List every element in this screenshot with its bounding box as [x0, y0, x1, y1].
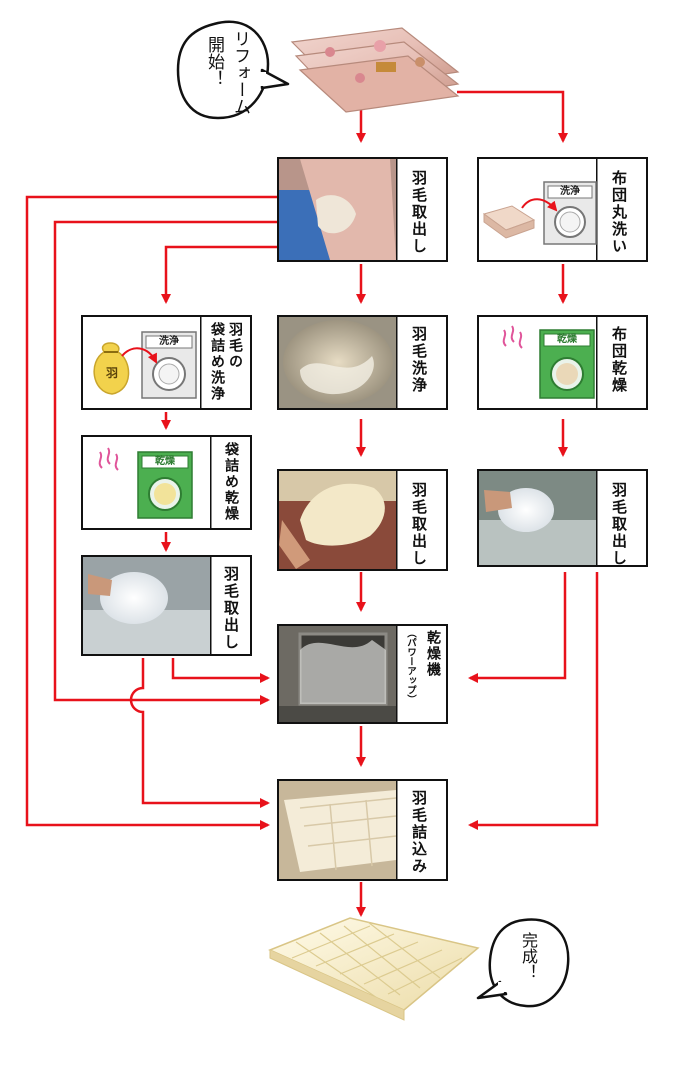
feather-bag-label: 羽 [105, 366, 118, 380]
start-speech-line-2: 開始！ [204, 36, 224, 87]
washing-machine-icon [543, 181, 597, 245]
step-label-feather-removal-left: 羽毛取出し [222, 566, 240, 651]
start-speech-bubble [176, 20, 290, 120]
step-futon-whole-wash [477, 157, 648, 262]
arrow-removal-left-to-dryer [171, 658, 270, 683]
folded-futon-icon [482, 205, 536, 239]
dryer-machine-icon [539, 329, 595, 399]
step-label-bag-wash-line-2: 袋詰め洗浄 [209, 322, 225, 402]
washing-machine-icon [141, 331, 197, 399]
dry-panel-label-right: 乾燥 [557, 334, 577, 345]
finish-speech-text: 完成！ [519, 932, 538, 980]
arrow-start-to-whole-wash [457, 90, 568, 143]
wash-panel-label-left: 洗浄 [159, 336, 179, 347]
step-label-feather-wash: 羽毛洗浄 [410, 326, 428, 394]
heat-wave-icon [98, 447, 119, 471]
step-label-feather-removal-mid: 羽毛取出し [410, 482, 428, 567]
start-speech-line-1: リフォーム [230, 30, 250, 115]
into-machine-arrow-icon [121, 347, 157, 364]
dry-panel-label-left: 乾燥 [155, 456, 175, 467]
step-label-dryer-line-1: 乾燥機 [425, 630, 441, 678]
dryer-machine-icon [137, 451, 193, 519]
heat-wave-icon [502, 325, 523, 349]
arrow-feather-removal-to-dryer-bypass [53, 220, 278, 705]
step-label-feather-removal-right: 羽毛取出し [610, 482, 628, 567]
step-futon-dry [477, 315, 648, 410]
step-label-bag-wash-line-1: 羽毛の [227, 322, 243, 370]
flow-arrows [25, 90, 599, 917]
step-label-futon-dry: 布団乾燥 [610, 326, 628, 394]
step-feather-removal-right [477, 469, 648, 567]
arrow-feather-removal-to-bag-wash [161, 245, 278, 304]
arrow-feather-removal-to-refill-bypass [25, 195, 278, 830]
finished-futon-photo [268, 917, 480, 1021]
step-feather-refill [277, 779, 448, 881]
start-futon-photo [290, 27, 460, 113]
step-bag-dry [81, 435, 252, 530]
step-label-feather-removal-top: 羽毛取出し [410, 170, 428, 255]
step-label-futon-whole-wash: 布団丸洗い [610, 170, 628, 255]
step-label-feather-refill: 羽毛詰込み [410, 790, 428, 875]
arrow-removal-right-to-dryer [468, 572, 567, 683]
step-label-dryer-line-2: （パワーアップ） [405, 628, 416, 704]
step-bag-wash [81, 315, 252, 410]
feather-bag-icon [93, 342, 130, 395]
step-feather-removal-mid [277, 469, 448, 571]
wash-panel-label-right: 洗浄 [560, 186, 580, 197]
step-feather-removal-left [81, 555, 252, 656]
arrow-removal-left-to-refill [129, 658, 270, 808]
finish-speech-bubble [476, 918, 570, 1008]
into-machine-arrow-icon [521, 198, 558, 212]
step-feather-removal-top [277, 157, 448, 262]
step-dryer-power-up [277, 624, 448, 724]
step-label-bag-dry: 袋詰め乾燥 [223, 442, 239, 522]
step-feather-wash [277, 315, 448, 410]
arrow-removal-right-to-refill [468, 572, 599, 830]
